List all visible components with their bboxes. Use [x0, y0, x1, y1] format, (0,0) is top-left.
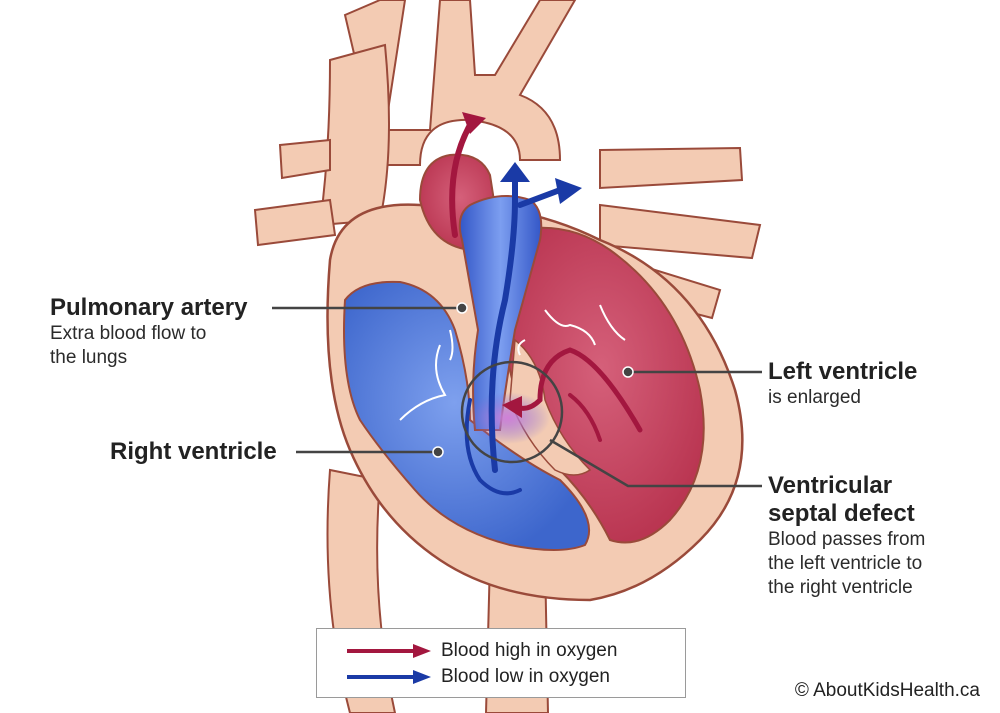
- red-arrow-icon: [347, 644, 431, 658]
- left-ventricle-title: Left ventricle: [768, 358, 918, 385]
- leader-lines: [272, 302, 762, 488]
- vsd-sub3: the right ventricle: [768, 577, 913, 598]
- legend-row-low: Blood low in oxygen: [317, 664, 685, 690]
- pulmonary-artery-sub1: Extra blood flow to: [50, 323, 207, 344]
- pulmonary-artery-sub2: the lungs: [50, 347, 128, 368]
- vsd-sub2: the left ventricle to: [768, 553, 923, 574]
- label-vsd: Ventricular septal defect Blood passes f…: [768, 472, 925, 600]
- vsd-highlight-circle: [460, 360, 564, 464]
- vsd-sub1: Blood passes from: [768, 529, 926, 550]
- vsd-title1: Ventricular: [768, 472, 893, 499]
- label-right-ventricle: Right ventricle: [110, 438, 277, 466]
- blood-flow-arrows: [449, 112, 643, 496]
- right-ventricle-title: Right ventricle: [110, 438, 277, 465]
- legend-row-high: Blood high in oxygen: [317, 638, 685, 664]
- left-ventricle-chamber: [497, 226, 705, 544]
- legend-high-label: Blood high in oxygen: [441, 640, 618, 661]
- vsd-title2: septal defect: [768, 500, 915, 527]
- copyright: © AboutKidsHealth.ca: [794, 680, 980, 701]
- label-left-ventricle: Left ventricle is enlarged: [768, 358, 917, 410]
- pulmonary-artery-title: Pulmonary artery: [50, 294, 248, 321]
- legend-low-label: Blood low in oxygen: [441, 666, 610, 687]
- left-ventricle-sub1: is enlarged: [768, 387, 861, 408]
- blue-arrow-icon: [347, 670, 431, 684]
- label-pulmonary-artery: Pulmonary artery Extra blood flow to the…: [50, 294, 247, 370]
- legend: Blood high in oxygen Blood low in oxygen: [316, 628, 686, 698]
- valve-chordae: [399, 304, 626, 421]
